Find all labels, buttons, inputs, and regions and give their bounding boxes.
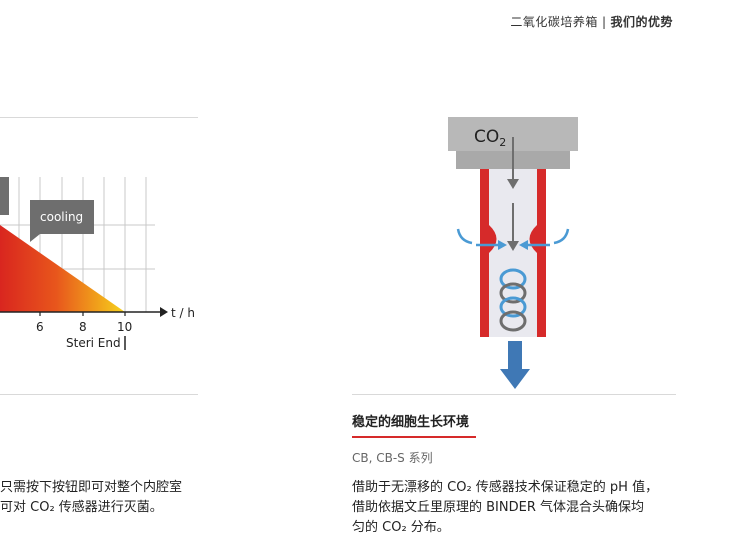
- feature-description: 借助于无漂移的 CO₂ 传感器技术保证稳定的 pH 值， 借助依据文丘里原理的 …: [352, 478, 692, 538]
- feature-description-line: 借助依据文丘里原理的 BINDER 气体混合头确保均: [352, 500, 644, 515]
- left-panel-top-rule: [0, 117, 198, 118]
- steri-end-label: Steri End: [66, 336, 121, 350]
- co2-label: CO2: [474, 127, 506, 149]
- mixing-swirl: [499, 268, 527, 332]
- left-description-line: 可对 CO₂ 传感器进行灭菌。: [0, 500, 163, 515]
- sterilisation-chart: cooling t / h 6 8 10 Steri End: [0, 177, 195, 350]
- output-arrow-shaft: [508, 341, 522, 371]
- feature-title-underline: [352, 436, 476, 438]
- cooling-label-pointer: [30, 234, 40, 242]
- cooling-label: cooling: [40, 210, 83, 224]
- phase-label-box: [0, 177, 9, 215]
- tube-inner: [488, 169, 538, 337]
- cooling-ramp-area: [0, 225, 125, 312]
- air-inflow-arrow-left: [498, 240, 507, 250]
- right-panel-bottom-rule: [352, 394, 676, 395]
- cooling-label-box: [30, 200, 94, 234]
- tube-wall-left: [480, 169, 489, 337]
- feature-description-line: 匀的 CO₂ 分布。: [352, 520, 450, 535]
- left-description: 只需按下按钮即可对整个内腔室 可对 CO₂ 传感器进行灭菌。: [0, 478, 200, 518]
- output-arrow-head: [500, 369, 530, 389]
- x-axis-arrow: [160, 307, 168, 317]
- feature-title: 稳定的细胞生长环境: [352, 415, 470, 430]
- venturi-gas-mixing-diagram: CO2: [448, 117, 578, 389]
- left-description-line: 只需按下按钮即可对整个内腔室: [0, 480, 183, 495]
- air-curl-left: [456, 228, 473, 245]
- breadcrumb: 二氧化碳培养箱|我们的优势: [510, 13, 673, 30]
- breadcrumb-separator: |: [601, 15, 607, 29]
- left-panel-bottom-rule: [0, 394, 198, 395]
- tick-label: 6: [36, 320, 44, 334]
- feature-description-line: 借助于无漂移的 CO₂ 传感器技术保证稳定的 pH 值，: [352, 480, 659, 495]
- breadcrumb-page: 我们的优势: [610, 15, 673, 29]
- air-curl-right: [553, 228, 570, 245]
- flow-arrow-down: [507, 179, 519, 189]
- tick-label: 8: [79, 320, 87, 334]
- tick-label: 10: [117, 320, 132, 334]
- feature-series: CB, CB-S 系列: [352, 451, 433, 465]
- tube-wall-right: [537, 169, 546, 337]
- air-inflow-arrow-right: [519, 240, 528, 250]
- breadcrumb-section: 二氧化碳培养箱: [510, 15, 598, 29]
- x-axis-label: t / h: [171, 306, 195, 320]
- flow-arrow-down: [507, 241, 519, 251]
